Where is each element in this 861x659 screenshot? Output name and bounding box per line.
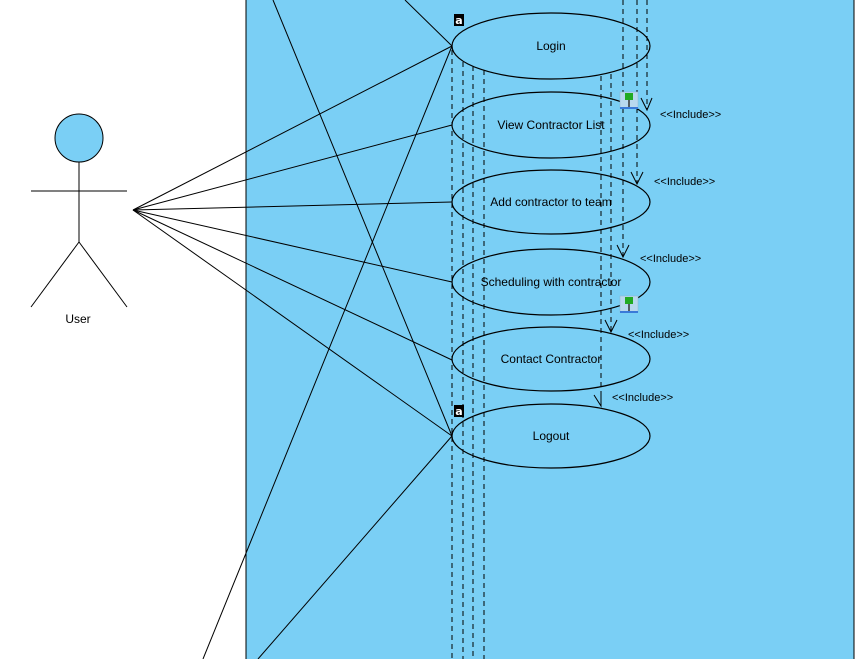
association-line[interactable]	[132, 201, 453, 211]
arrowhead-icon	[593, 394, 602, 408]
include-label: <<Include>>	[640, 253, 701, 265]
use-case-label: Add contractor to team	[490, 195, 611, 209]
actor-leg	[78, 241, 128, 308]
use-case-label: Login	[536, 39, 565, 53]
association-line[interactable]	[132, 45, 453, 211]
use-case-label: Logout	[533, 429, 570, 443]
actor-name: User	[65, 312, 90, 326]
use-case-add-contractor[interactable]: Add contractor to team	[451, 169, 651, 235]
arrowhead-icon	[616, 244, 630, 259]
pin-icon[interactable]	[619, 91, 639, 109]
include-label: <<Include>>	[628, 329, 689, 341]
use-case-label: Scheduling with contractor	[481, 275, 622, 289]
include-label: <<Include>>	[654, 176, 715, 188]
badge-text: a	[455, 14, 462, 27]
use-case-logout[interactable]: Logout	[451, 403, 651, 469]
association-line[interactable]	[257, 435, 453, 659]
association-line[interactable]	[132, 124, 453, 211]
system-boundary[interactable]	[245, 0, 855, 659]
use-case-login[interactable]: Login	[451, 12, 651, 80]
arrowhead-icon	[630, 171, 644, 186]
association-line[interactable]	[132, 209, 453, 283]
arrowhead-icon	[640, 97, 653, 112]
use-case-label: View Contractor List	[497, 118, 605, 132]
association-line[interactable]	[132, 209, 453, 437]
text-annotation-icon[interactable]: a	[454, 14, 464, 27]
use-case-view-contractor-list[interactable]: View Contractor List	[451, 91, 651, 159]
badge-text: a	[455, 405, 462, 418]
association-line[interactable]	[202, 45, 453, 659]
pin-icon[interactable]	[619, 295, 639, 313]
text-annotation-icon[interactable]: a	[454, 405, 464, 418]
use-case-contact-contractor[interactable]: Contact Contractor	[451, 326, 651, 392]
association-line[interactable]	[404, 0, 453, 47]
association-line[interactable]	[132, 209, 453, 361]
dashed-connectors-left	[451, 50, 485, 659]
use-case-scheduling[interactable]: Scheduling with contractor	[451, 248, 651, 316]
actor-head	[54, 113, 104, 163]
actor-user[interactable]	[30, 113, 128, 308]
actor-leg	[30, 241, 80, 308]
include-label: <<Include>>	[612, 392, 673, 404]
arrowhead-icon	[604, 319, 618, 334]
association-line[interactable]	[272, 0, 453, 437]
include-label: <<Include>>	[660, 109, 721, 121]
associations	[132, 0, 453, 659]
use-case-label: Contact Contractor	[501, 352, 602, 366]
